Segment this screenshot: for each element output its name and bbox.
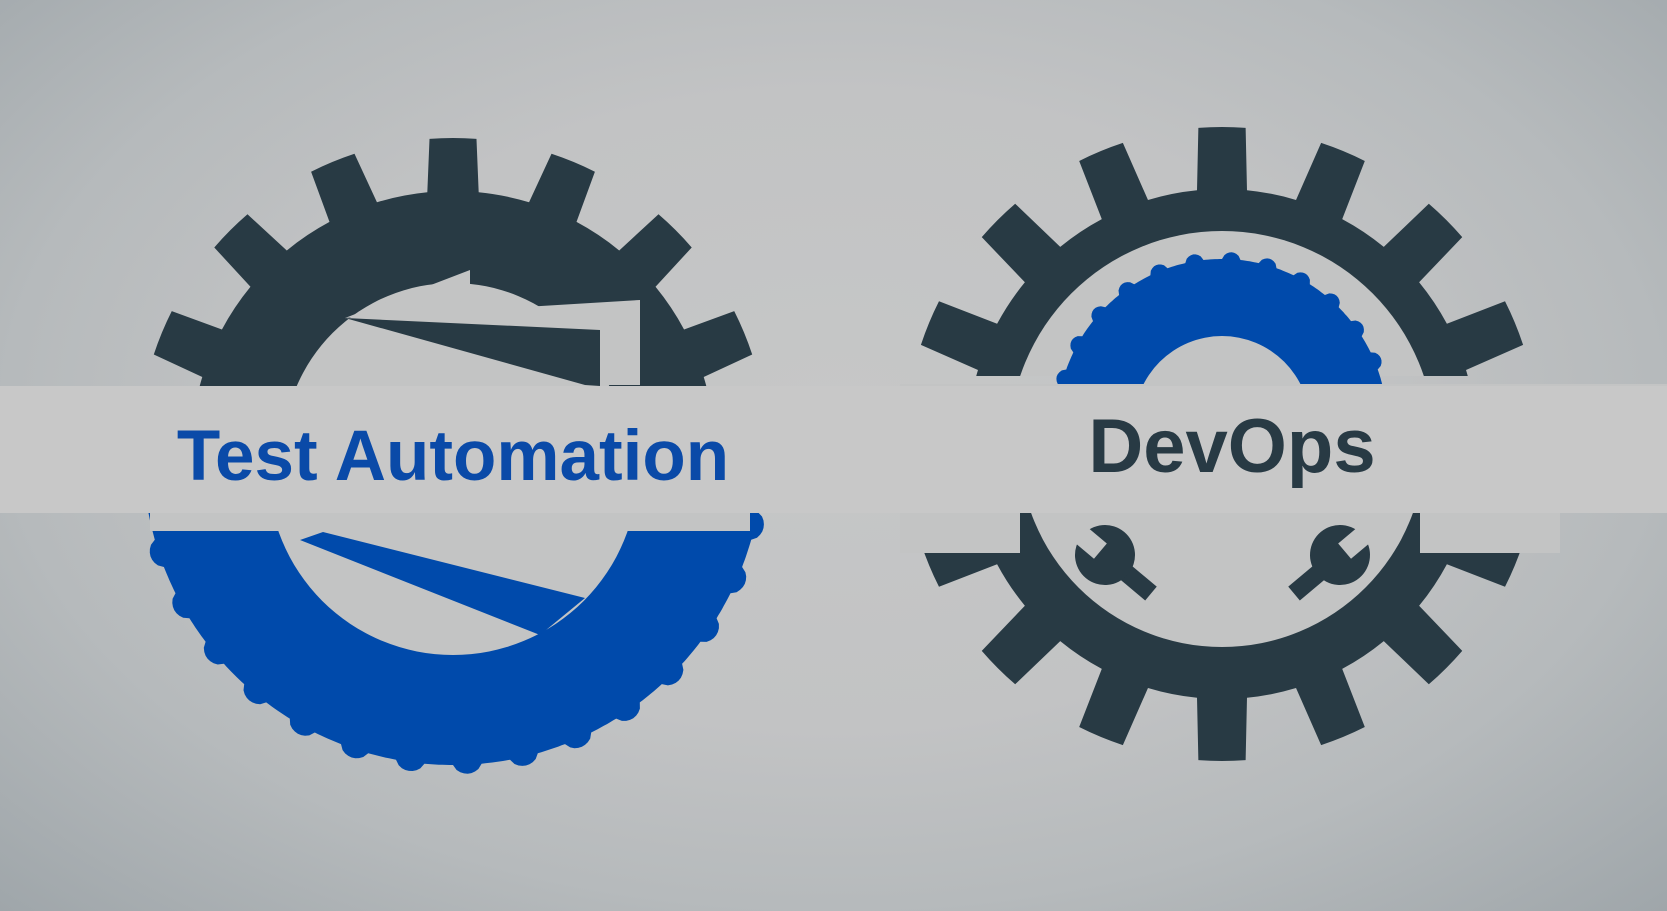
blue-gear-bottom-half-icon <box>148 513 764 774</box>
wrench-icon <box>1072 525 1157 601</box>
wrench-jaw <box>1338 525 1373 559</box>
wrench-jaw <box>1072 525 1107 559</box>
dark-gear-shape <box>153 137 753 386</box>
gear-hole <box>1142 336 1302 386</box>
needle-icon <box>300 532 585 635</box>
devops-gear-icon <box>900 127 1667 761</box>
wrench-icon <box>1288 525 1373 601</box>
title-band <box>0 386 1667 513</box>
blue-gear-shape <box>148 513 764 774</box>
needle-icon <box>345 318 600 386</box>
blue-inner-gear-icon <box>900 252 1667 386</box>
inner-gear-top <box>900 252 1667 386</box>
test-automation-label: Test Automation <box>177 417 729 496</box>
scalloped-rim <box>1056 252 1383 386</box>
test-automation-gear-icon <box>148 137 764 774</box>
devops-label: DevOps <box>1088 404 1375 489</box>
dark-gear-top-half-icon <box>153 137 753 386</box>
